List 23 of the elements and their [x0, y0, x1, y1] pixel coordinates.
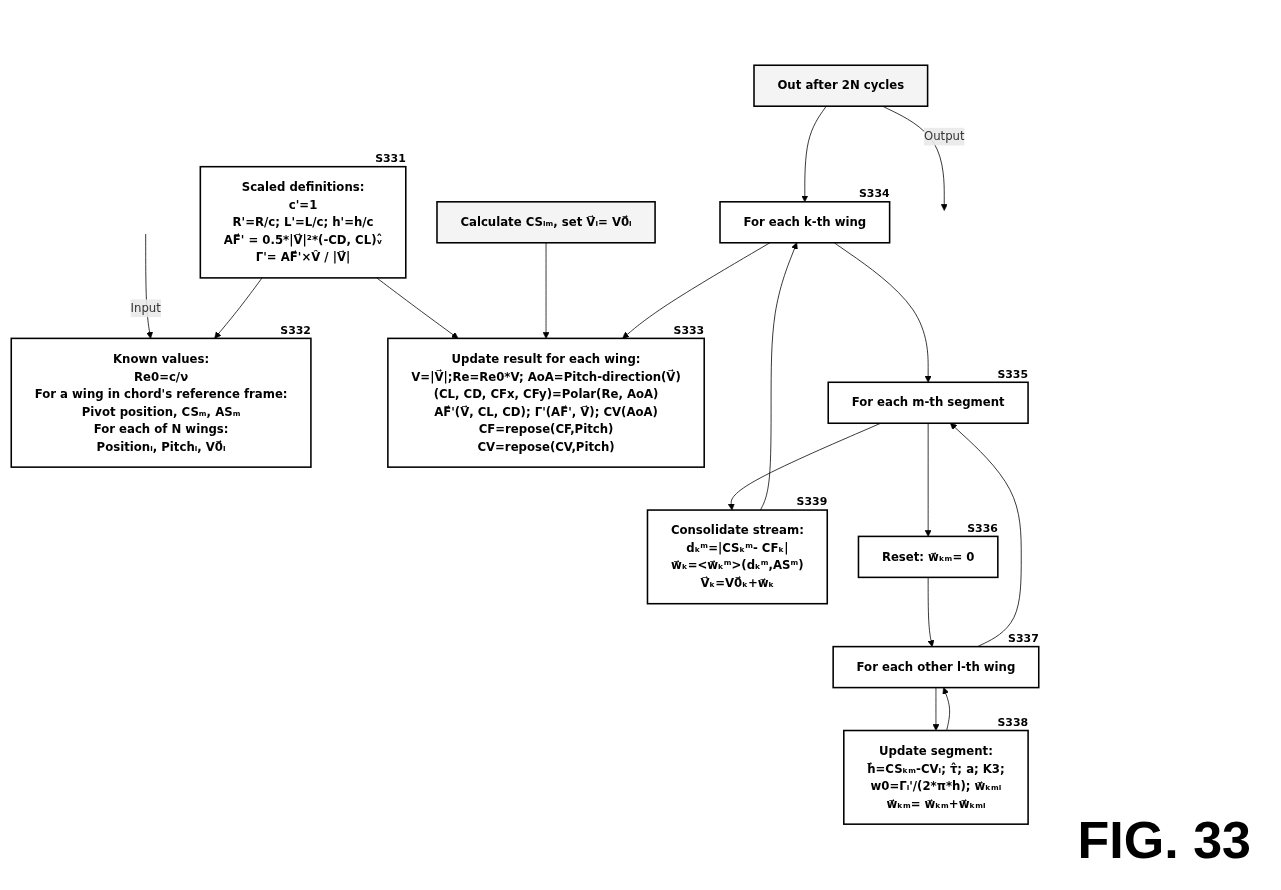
- step-number: S332: [280, 324, 311, 337]
- node-box: Calculate CSᵢₘ, set V⃗ᵢ= V0⃗ᵢ: [436, 201, 656, 244]
- step-number: S336: [967, 522, 998, 535]
- node-box: Scaled definitions: c'=1 R'=R/c; L'=L/c; h'=h/c AF⃗' = 0.5*|V⃗|²*(-CD, CL)ᵥ̂ Γ'= AF⃗'×V̂ / |V⃗|: [199, 166, 407, 279]
- step-number: S338: [997, 716, 1029, 730]
- node-box: For each k-th wing: [719, 201, 891, 244]
- edge-label: Output: [923, 129, 965, 144]
- node-box: For each other l-th wing: [832, 646, 1040, 689]
- node-box: Out after 2N cycles: [753, 64, 929, 108]
- step-number: S334: [859, 187, 890, 201]
- node-box: Reset: w⃗ₖₘ= 0: [857, 535, 999, 579]
- node-box: For each m-th segment: [827, 381, 1029, 425]
- step-number: S339: [796, 495, 828, 509]
- node-box: Consolidate stream: dₖᵐ=|CSₖᵐ- CFₖ| w⃗ₖ=<w⃗ₖᵐ>(dₖᵐ,ASᵐ) V⃗ₖ=V0⃗ₖ+w⃗ₖ: [646, 509, 829, 605]
- step-number: S337: [1008, 632, 1039, 646]
- step-number: S331: [375, 152, 406, 166]
- edge-label: Input: [130, 301, 161, 316]
- figure-label: FIG. 33: [1077, 810, 1251, 870]
- step-number: S333: [673, 324, 705, 337]
- node-box: Update result for each wing: V=|V⃗|;Re=Re0*V; AoA=Pitch-direction(V⃗) (CL, CD, CFx, CFy)=Polar(Re, AoA) AF⃗'(V⃗, CL, CD); Γ'(AF⃗', V⃗); CV(AoA) CF=repose(CF,Pitch) CV=repose(CV,Pitch): [387, 337, 705, 469]
- node-box: Update segment: h⃗=CSₖₘ-CVₗ; τ̂; a; K3; w0=Γₗ'/(2*π*h); w⃗ₖₘₗ w⃗ₖₘ= w⃗ₖₘ+w⃗ₖₘₗ: [843, 730, 1029, 826]
- node-box: Known values: Re0=c/ν For a wing in chord's reference frame: Pivot position, CSₘ, ASₘ For each of N wings: Positionᵢ, Pitchᵢ, V0⃗ᵢ: [10, 337, 312, 469]
- step-number: S335: [997, 367, 1029, 381]
